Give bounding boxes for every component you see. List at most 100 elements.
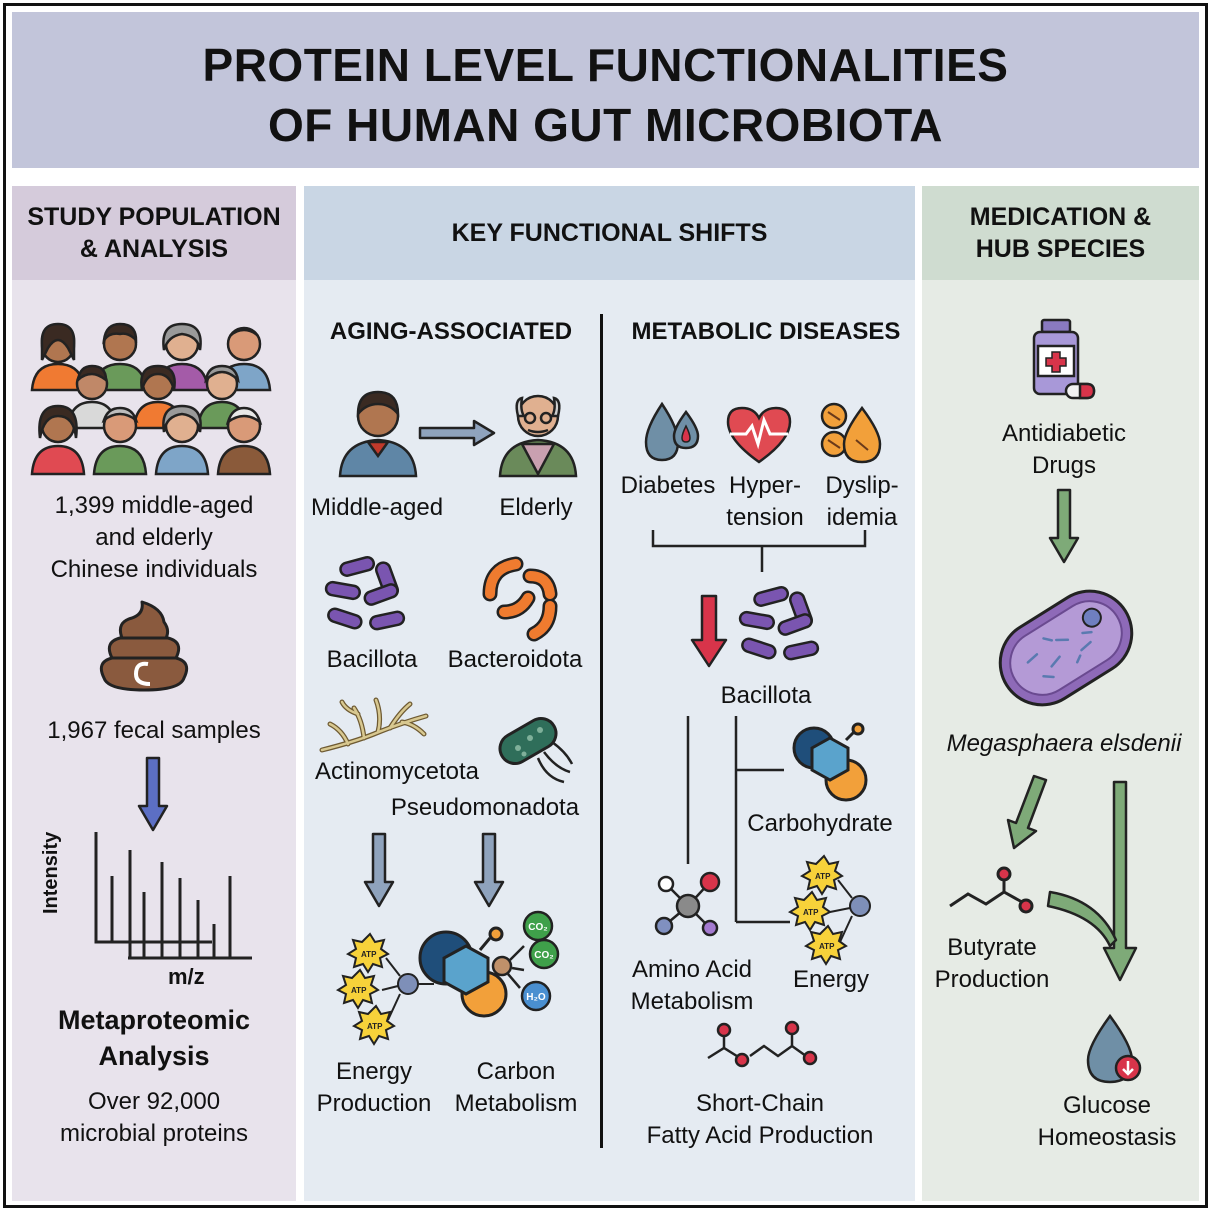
energy-metabolic-label: Energy: [792, 966, 870, 993]
population-line-2: and elderly: [95, 524, 213, 551]
samples-label: 1,967 fecal samples: [47, 717, 261, 744]
co2-label-1: CO₂: [528, 922, 547, 933]
carbon-molecule-icon: [418, 926, 508, 1018]
dyslipidemia-line-1: Dyslip-: [825, 472, 899, 499]
glucose-line-2: Homeostasis: [1037, 1124, 1177, 1151]
atp-energy-metabolic-icon: ATP ATP ATP: [787, 854, 871, 966]
pseudomonadota-icon: [498, 717, 574, 784]
pseudomonadota-label: Pseudomonadota: [390, 794, 580, 821]
mass-spectrum-icon: [94, 832, 252, 960]
analysis-line-2: Analysis: [98, 1041, 210, 1071]
bacteroidota-label: Bacteroidota: [447, 646, 583, 673]
atp-m-label-1: ATP: [815, 872, 831, 881]
butyrate-line-1: Butyrate: [947, 934, 1037, 961]
atp-label-2: ATP: [351, 986, 367, 995]
co2-label-2: CO₂: [534, 950, 553, 961]
down-arrow-analysis: [137, 756, 169, 832]
antidiabetic-line-2: Drugs: [1031, 452, 1097, 479]
energy-production-line-1: Energy: [335, 1058, 413, 1085]
bacillota-metabolic-label: Bacillota: [720, 682, 812, 709]
pathway-lines: [686, 716, 790, 924]
metabolic-header: METABOLIC DISEASES: [631, 318, 901, 345]
medication-header-line-1: MEDICATION &: [969, 203, 1152, 231]
carbohydrate-molecule-icon: [792, 722, 868, 802]
scfa-molecule-icon: [707, 1020, 818, 1068]
amino-acid-line-2: Metabolism: [630, 988, 754, 1015]
medication-panel: MEDICATION & HUB SPECIES Antidiabetic Dr…: [922, 186, 1199, 1201]
bacillota-metabolic-icon: [738, 586, 820, 661]
population-line-1: 1,399 middle-aged: [54, 492, 254, 519]
bacillota-aging-label: Bacillota: [326, 646, 418, 673]
title-banner: PROTEIN LEVEL FUNCTIONALITIES OF HUMAN G…: [12, 12, 1199, 168]
glucose-drop-icon: [1086, 1013, 1142, 1084]
atp-m-label-2: ATP: [803, 908, 819, 917]
actinomycetota-icon: [319, 697, 429, 753]
proteins-line-1: Over 92,000: [87, 1088, 221, 1115]
study-panel-header: STUDY POPULATION & ANALYSIS: [12, 186, 296, 280]
population-line-3: Chinese individuals: [50, 556, 258, 583]
crowd-icon: [30, 322, 272, 476]
butyrate-molecule-icon: [949, 866, 1034, 914]
glucose-line-1: Glucose: [1062, 1092, 1152, 1119]
antidiabetic-line-1: Antidiabetic: [1001, 420, 1127, 447]
down-arrow-butyrate: [1006, 774, 1048, 850]
study-header-line-1: STUDY POPULATION: [27, 203, 281, 231]
ms-x-label: m/z: [168, 964, 205, 989]
actinomycetota-label: Actinomycetota: [314, 758, 480, 785]
atp-m-label-3: ATP: [819, 942, 835, 951]
right-arrow-aging: [418, 419, 496, 447]
disease-bracket: [651, 530, 867, 572]
hypertension-line-2: tension: [726, 504, 804, 531]
scfa-line-2: Fatty Acid Production: [646, 1122, 874, 1149]
diabetes-drops-icon: [644, 401, 700, 462]
energy-production-line-2: Production: [316, 1090, 432, 1117]
down-arrow-drugs: [1048, 488, 1080, 564]
carbon-metabolism-line-2: Metabolism: [454, 1090, 578, 1117]
atp-label-3: ATP: [367, 1022, 383, 1031]
amino-acid-molecule-icon: [654, 871, 721, 937]
proteins-line-2: microbial proteins: [59, 1120, 249, 1147]
functional-shifts-panel: KEY FUNCTIONAL SHIFTS AGING-ASSOCIATED M…: [304, 186, 915, 1201]
dyslipidemia-icon: [820, 402, 882, 464]
butyrate-line-2: Production: [934, 966, 1050, 993]
megasphaera-label: Megasphaera elsdenii: [946, 730, 1182, 757]
co2-h2o-icon: CO₂ CO₂ H₂O: [491, 910, 560, 1012]
title-line-2: OF HUMAN GUT MICROBIOTA: [267, 99, 944, 151]
arrow-to-glucose: [1046, 780, 1138, 982]
carbohydrate-label: Carbohydrate: [747, 810, 893, 837]
scfa-line-1: Short-Chain: [695, 1090, 825, 1117]
medication-panel-header: MEDICATION & HUB SPECIES: [922, 186, 1199, 280]
down-arrow-energy: [363, 832, 395, 908]
medicine-bottle-icon: [1032, 318, 1096, 400]
down-arrow-carbon: [473, 832, 505, 908]
study-header-line-2: & ANALYSIS: [79, 235, 229, 263]
middle-aged-person-icon: [338, 390, 418, 478]
title-line-1: PROTEIN LEVEL FUNCTIONALITIES: [202, 39, 1009, 91]
hypertension-heart-icon: [726, 406, 792, 464]
shifts-header-text: KEY FUNCTIONAL SHIFTS: [451, 219, 768, 247]
analysis-line-1: Metaproteomic: [57, 1005, 251, 1035]
bacillota-bacteria-icon: [324, 556, 406, 631]
fecal-sample-icon: [99, 600, 189, 692]
medication-header-line-2: HUB SPECIES: [975, 235, 1146, 263]
diabetes-label: Diabetes: [620, 472, 716, 499]
atp-energy-icon: ATP ATP ATP: [335, 932, 434, 1046]
study-population-panel: STUDY POPULATION & ANALYSIS: [12, 186, 296, 1201]
atp-label-1: ATP: [361, 950, 377, 959]
middle-aged-label: Middle-aged: [310, 494, 444, 521]
hypertension-line-1: Hyper-: [728, 472, 801, 499]
aging-header: AGING-ASSOCIATED: [329, 318, 573, 345]
figure-frame: [3, 3, 1208, 1208]
elderly-label: Elderly: [499, 494, 573, 521]
ms-y-label: Intensity: [40, 831, 62, 914]
carbon-metabolism-line-1: Carbon: [476, 1058, 556, 1085]
amino-acid-line-1: Amino Acid: [631, 956, 753, 983]
bacteroidota-bacteria-icon: [482, 556, 558, 642]
h2o-label: H₂O: [526, 992, 546, 1003]
section-divider: [600, 314, 603, 1148]
megasphaera-bacterium-icon: [998, 589, 1134, 707]
elderly-person-icon: [498, 394, 578, 478]
shifts-panel-header: KEY FUNCTIONAL SHIFTS: [304, 186, 915, 280]
down-arrow-red: [690, 594, 728, 668]
dyslipidemia-line-2: idemia: [826, 504, 898, 531]
